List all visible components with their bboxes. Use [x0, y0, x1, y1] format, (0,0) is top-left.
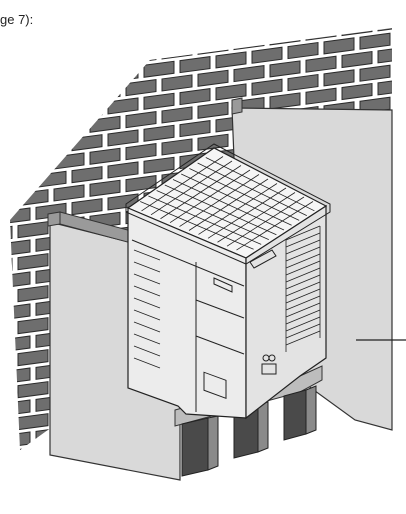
- side-coil-grille: [133, 225, 321, 369]
- top-fan-grille: [140, 156, 315, 251]
- outdoor-unit: [125, 143, 331, 420]
- caption-text: ge 7):: [0, 12, 34, 27]
